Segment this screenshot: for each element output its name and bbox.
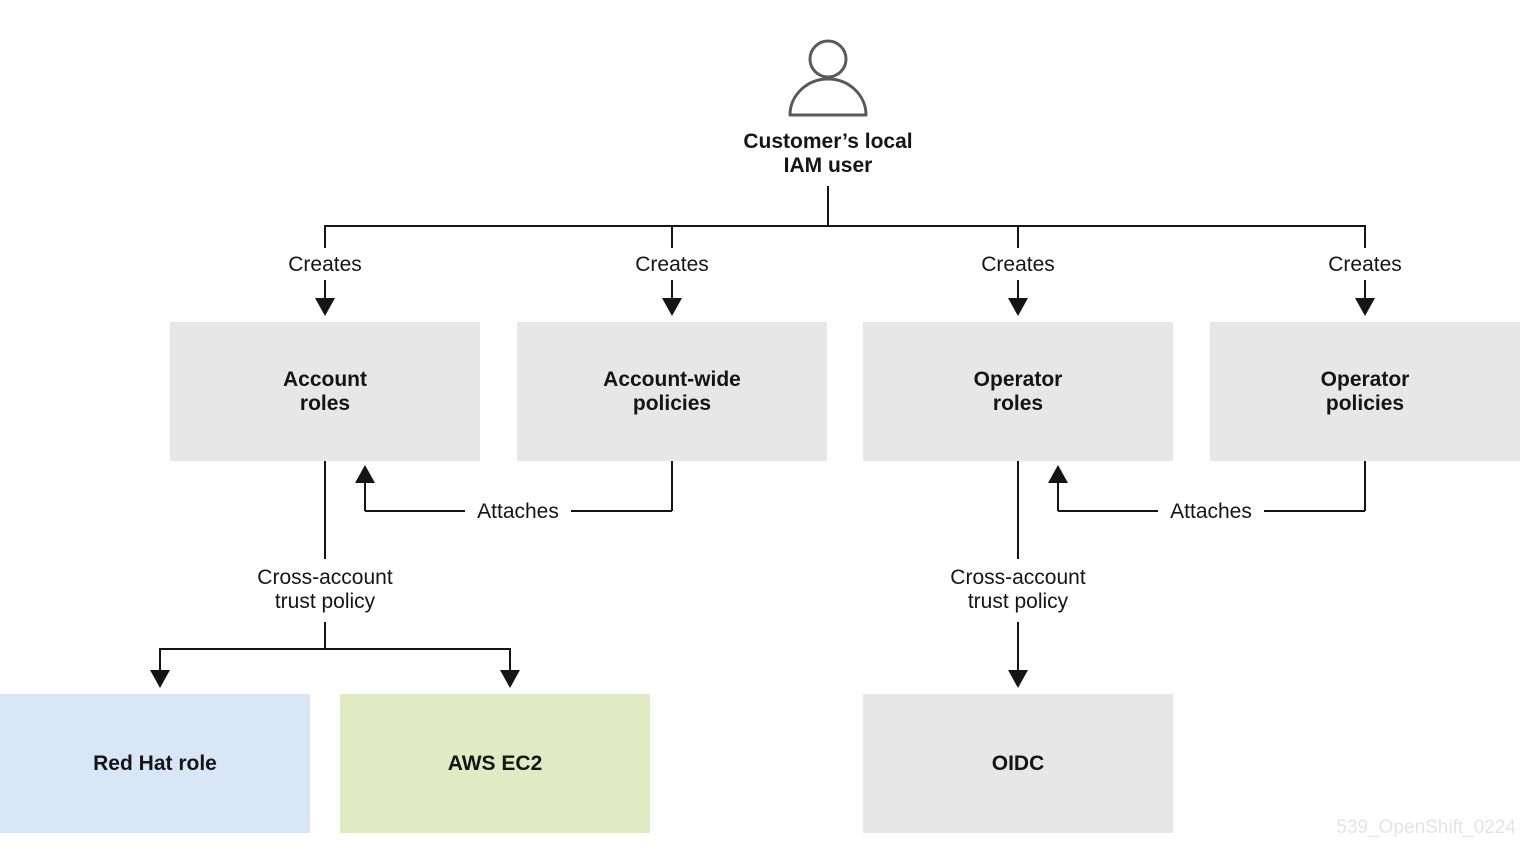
account-wide-policies-label-line1: Account-wide: [603, 368, 741, 391]
account-wide-policies-box: Account-wide policies: [517, 322, 827, 461]
creates-connector-lines: [324, 186, 1366, 300]
aws-ec2-box: AWS EC2: [340, 694, 650, 833]
creates-label-4: Creates: [1328, 253, 1402, 276]
attaches-left-arrow: [355, 465, 375, 483]
creates-arrow-3: [1008, 298, 1028, 316]
operator-roles-box: Operator roles: [863, 322, 1173, 461]
creates-arrow-4: [1355, 298, 1375, 316]
trust-left-label-line1: Cross-account: [257, 566, 393, 589]
account-roles-box: Account roles: [170, 322, 480, 461]
diagram-id-watermark: 539_OpenShift_0224: [1336, 817, 1516, 838]
trust-right-label-line1: Cross-account: [950, 566, 1086, 589]
trust-left-arrow-redhat: [150, 670, 170, 688]
attaches-right-label: Attaches: [1170, 500, 1252, 523]
attaches-right-arrow: [1048, 465, 1068, 483]
user-label-line1: Customer’s local: [743, 130, 912, 153]
operator-roles-label-line2: roles: [993, 392, 1043, 415]
creates-label-1: Creates: [288, 253, 362, 276]
oidc-box: OIDC: [863, 694, 1173, 833]
operator-roles-label-line1: Operator: [974, 368, 1063, 391]
creates-arrow-1: [315, 298, 335, 316]
attaches-left-connector: [364, 461, 673, 512]
user-label-line2: IAM user: [784, 154, 873, 177]
operator-policies-label-line1: Operator: [1321, 368, 1410, 391]
trust-left-connector: [159, 461, 511, 672]
redhat-role-label: Red Hat role: [93, 752, 217, 775]
user-icon: [788, 39, 868, 117]
account-roles-label-line2: roles: [300, 392, 350, 415]
trust-right-arrow-oidc: [1008, 670, 1028, 688]
attaches-left-label: Attaches: [477, 500, 559, 523]
operator-policies-label-line2: policies: [1326, 392, 1404, 415]
attaches-right-connector: [1057, 461, 1366, 512]
redhat-role-box: Red Hat role: [0, 694, 310, 833]
account-roles-label-line1: Account: [283, 368, 367, 391]
trust-left-arrow-aws: [500, 670, 520, 688]
creates-label-2: Creates: [635, 253, 709, 276]
aws-ec2-label: AWS EC2: [448, 752, 543, 775]
creates-label-3: Creates: [981, 253, 1055, 276]
trust-left-label-line2: trust policy: [275, 590, 376, 613]
creates-arrow-2: [662, 298, 682, 316]
trust-right-label-line2: trust policy: [968, 590, 1069, 613]
operator-policies-box: Operator policies: [1210, 322, 1520, 461]
oidc-label: OIDC: [992, 752, 1045, 775]
account-wide-policies-label-line2: policies: [633, 392, 711, 415]
